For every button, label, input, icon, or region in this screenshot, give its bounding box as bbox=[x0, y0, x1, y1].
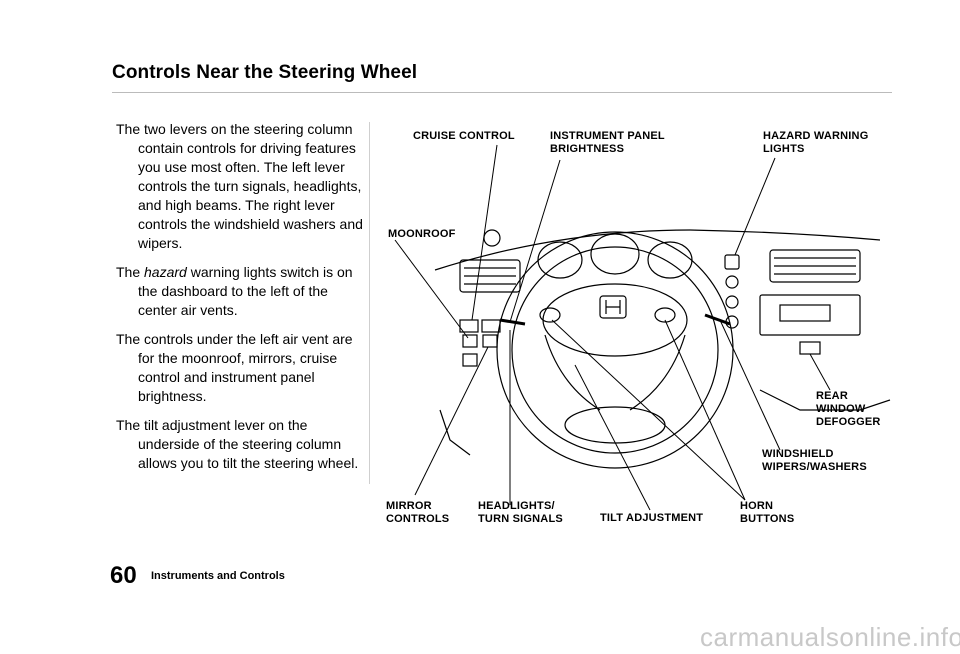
right-spoke bbox=[629, 334, 686, 411]
brightness-switch bbox=[481, 319, 501, 333]
leader-hazard bbox=[734, 157, 776, 256]
steering-wheel-figure: CRUISE CONTROL INSTRUMENT PANEL BRIGHTNE… bbox=[360, 110, 920, 550]
label-tilt-adjustment: TILT ADJUSTMENT bbox=[600, 512, 704, 524]
radio-unit bbox=[759, 294, 861, 336]
leader-horn-right bbox=[664, 319, 746, 501]
dashboard-top-edge bbox=[434, 229, 881, 271]
control-knob-mid bbox=[725, 295, 739, 309]
leader-mirror bbox=[414, 346, 489, 496]
leader-instrument-panel bbox=[509, 159, 561, 323]
page-title: Controls Near the Steering Wheel bbox=[112, 62, 418, 83]
paragraph-levers: The two levers on the steering column co… bbox=[116, 121, 363, 251]
left-lever bbox=[499, 318, 526, 326]
label-mirror-line1: MIRROR bbox=[386, 500, 432, 512]
cruise-switch bbox=[459, 319, 479, 333]
label-mirror-line2: CONTROLS bbox=[386, 513, 450, 525]
label-rear-window-defogger: REAR WINDOW DEFOGGER bbox=[816, 390, 881, 429]
left-air-vent bbox=[459, 259, 521, 293]
moonroof-knob bbox=[483, 229, 501, 247]
label-horn-line2: BUTTONS bbox=[740, 513, 795, 525]
leader-cruise-control bbox=[471, 144, 498, 321]
gauge-right bbox=[647, 241, 693, 279]
paragraph-hazard-rest: warning lights switch is on the dashboar… bbox=[138, 264, 353, 318]
label-rear-window-line1: REAR bbox=[816, 390, 848, 402]
steering-wheel-rim-inner bbox=[511, 246, 719, 454]
defogger-switch bbox=[799, 341, 821, 355]
label-headlights-line2: TURN SIGNALS bbox=[478, 513, 563, 525]
left-horn-button bbox=[539, 307, 561, 323]
paragraph-hazard: The hazard warning lights switch is on t… bbox=[116, 263, 366, 320]
label-windshield-line1: WINDSHIELD bbox=[762, 448, 834, 460]
column-divider bbox=[369, 122, 370, 484]
label-rear-window-line3: DEFOGGER bbox=[816, 416, 881, 428]
horn-pad-lower bbox=[564, 406, 666, 444]
paragraph-tilt: The tilt adjustment lever on the undersi… bbox=[116, 417, 359, 471]
label-instrument-panel-line1: INSTRUMENT PANEL bbox=[550, 130, 665, 142]
dashboard-illustration bbox=[394, 144, 891, 511]
label-hazard-warning-lights: HAZARD WARNING LIGHTS bbox=[763, 130, 868, 156]
leader-rear-window bbox=[809, 353, 831, 391]
label-instrument-panel-line2: BRIGHTNESS bbox=[550, 143, 625, 155]
label-windshield-line2: WIPERS/WASHERS bbox=[762, 461, 867, 473]
paragraph-vent-controls: The controls under the left air vent are… bbox=[116, 331, 353, 404]
label-hazard-line2: LIGHTS bbox=[763, 143, 805, 155]
label-horn-buttons: HORN BUTTONS bbox=[740, 500, 794, 526]
right-air-vent bbox=[769, 249, 861, 283]
page-number: 60 bbox=[110, 562, 137, 589]
radio-display bbox=[779, 304, 831, 322]
gauge-left bbox=[537, 241, 583, 279]
label-cruise-control: CRUISE CONTROL bbox=[413, 130, 515, 142]
control-knob-low bbox=[725, 315, 739, 329]
moonroof-switch bbox=[462, 334, 478, 348]
watermark: carmanualsonline.info bbox=[700, 622, 960, 652]
right-horn-button bbox=[654, 307, 676, 323]
paragraph-hazard-prefix: The bbox=[116, 264, 141, 280]
label-mirror-controls: MIRROR CONTROLS bbox=[386, 500, 449, 526]
label-horn-line1: HORN bbox=[740, 500, 774, 512]
leader-moonroof bbox=[394, 239, 469, 339]
steering-wheel-rim-outer bbox=[496, 231, 734, 469]
honda-h bbox=[605, 300, 621, 314]
title-rule bbox=[112, 92, 892, 93]
body-text: The two levers on the steering column co… bbox=[116, 120, 366, 483]
lower-switch bbox=[462, 353, 478, 367]
label-windshield-wipers: WINDSHIELD WIPERS/WASHERS bbox=[762, 448, 867, 474]
honda-emblem bbox=[599, 295, 627, 319]
hazard-button bbox=[724, 254, 740, 270]
gauge-center bbox=[590, 233, 640, 275]
leader-tilt bbox=[574, 364, 651, 511]
label-headlights-turn-signals: HEADLIGHTS/ TURN SIGNALS bbox=[478, 500, 563, 526]
label-rear-window-line2: WINDOW bbox=[816, 403, 866, 415]
console-outline bbox=[759, 389, 891, 411]
label-instrument-panel-brightness: INSTRUMENT PANEL BRIGHTNESS bbox=[550, 130, 665, 156]
left-spoke bbox=[544, 334, 601, 411]
mirror-switch bbox=[482, 334, 498, 348]
control-knob-top bbox=[725, 275, 739, 289]
label-moonroof: MOONROOF bbox=[388, 228, 456, 240]
label-hazard-line1: HAZARD WARNING bbox=[763, 130, 869, 142]
dashboard-lower-edge bbox=[439, 409, 471, 456]
hazard-italic-word: hazard bbox=[144, 264, 187, 280]
leader-windshield bbox=[719, 319, 781, 451]
footer-section-title: Instruments and Controls bbox=[151, 570, 285, 582]
leader-horn-left bbox=[551, 319, 746, 501]
label-headlights-line1: HEADLIGHTS/ bbox=[478, 500, 555, 512]
